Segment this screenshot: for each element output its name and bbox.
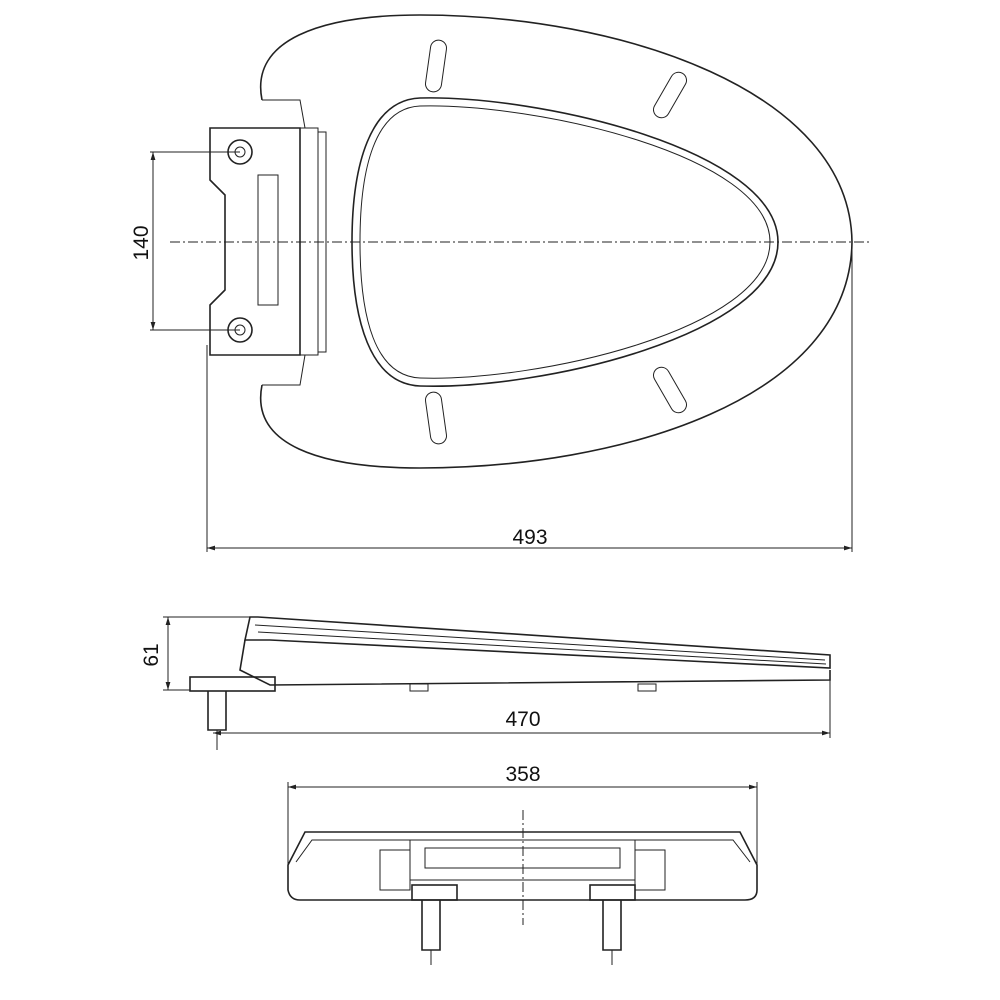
dim-label-470: 470 — [505, 708, 540, 731]
dim-140: 140 — [130, 151, 240, 331]
dim-61: 61 — [140, 616, 250, 691]
top-view: 140 493 — [130, 14, 870, 552]
dim-label-358: 358 — [505, 763, 540, 786]
bumpers — [424, 39, 687, 445]
dim-470: 470 — [213, 680, 831, 738]
front-view: 358 — [287, 763, 758, 965]
dim-label-493: 493 — [512, 526, 547, 549]
seat-outline — [259, 14, 853, 469]
dim-label-140: 140 — [130, 225, 153, 260]
dim-493: 493 — [206, 250, 853, 552]
side-view: 61 470 — [140, 616, 831, 750]
seat-opening — [351, 97, 779, 387]
dim-label-61: 61 — [140, 643, 163, 666]
dim-358: 358 — [287, 763, 758, 865]
